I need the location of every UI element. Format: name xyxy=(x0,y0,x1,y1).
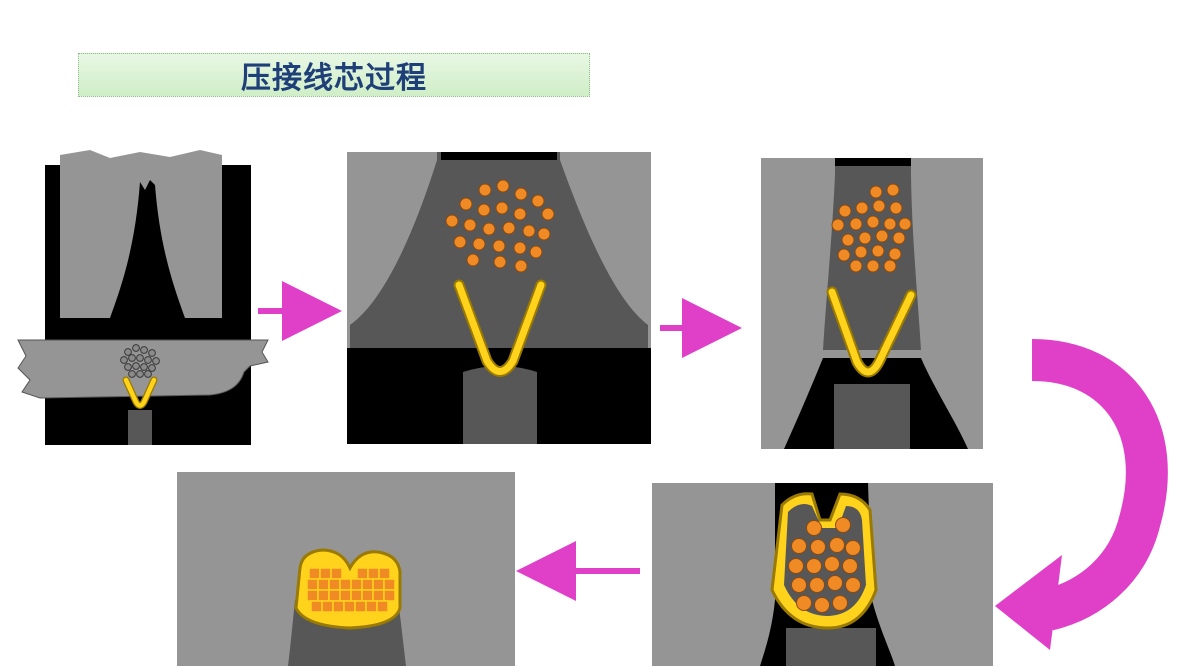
strand-cluster-small xyxy=(120,344,160,378)
anvil-post xyxy=(463,372,537,444)
step-5-panel xyxy=(177,472,515,666)
anvil-post-4 xyxy=(786,628,876,666)
step-3-panel xyxy=(761,158,983,449)
strand-cluster-compressed xyxy=(831,183,912,273)
upper-die xyxy=(60,150,222,318)
anvil-post-small xyxy=(128,410,152,445)
curved-arrow-head xyxy=(995,555,1062,650)
strand-crimped-cells xyxy=(306,567,396,613)
strand-cluster-4 xyxy=(788,517,861,613)
strand-cluster-loose xyxy=(445,179,555,273)
step-2-panel xyxy=(347,152,651,444)
anvil-post-3 xyxy=(834,384,910,449)
step-1-panel xyxy=(17,150,269,445)
page-title: 压接线芯过程 xyxy=(241,61,427,96)
step-4-panel xyxy=(652,483,993,666)
title-banner: 压接线芯过程 xyxy=(78,53,590,97)
curved-arrow xyxy=(1031,339,1168,631)
